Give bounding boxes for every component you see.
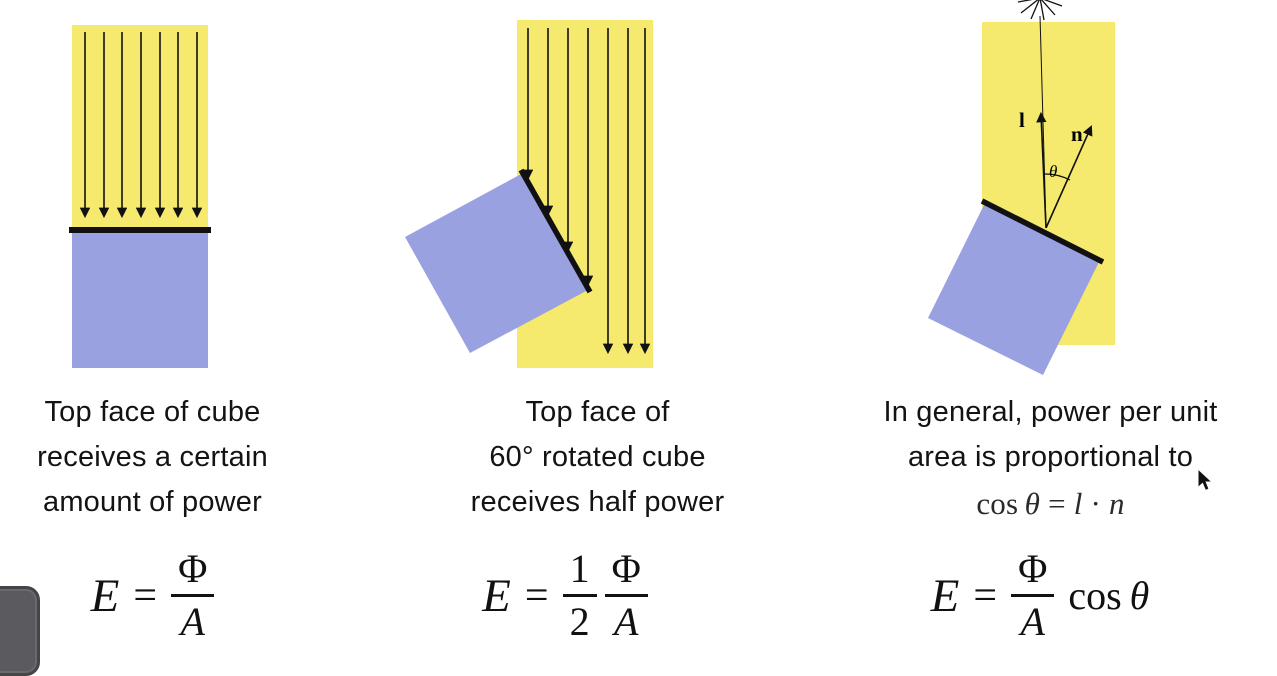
diagram-layer: l n θ (69, 0, 1115, 375)
rotated-cube-face (928, 203, 1100, 375)
cos-function: cos (1068, 573, 1122, 618)
panel3-caption: In general, power per unit area is propo… (843, 390, 1258, 528)
cos-theta-term: cos θ (1068, 572, 1149, 619)
caption-line: 60° rotated cube (489, 441, 706, 473)
panel3-general-case-diagram: l n θ (928, 0, 1115, 375)
equation-half-power: E = 1 2 Φ A (440, 538, 690, 653)
numerator-1: 1 (569, 546, 590, 591)
caption-line: In general, power per unit (883, 396, 1218, 428)
theta-angle-arc (1043, 173, 1071, 181)
fraction-bar (1011, 594, 1055, 597)
caption-line: receives a certain (37, 441, 268, 473)
fraction-bar (562, 594, 597, 597)
caption-line: amount of power (42, 486, 262, 518)
denominator-A: A (180, 599, 205, 644)
equation-cosine-law: E = Φ A cos θ (880, 538, 1200, 653)
light-source-icon (1017, 0, 1063, 21)
denominator-2: 2 (569, 599, 590, 644)
denominator-A: A (1020, 599, 1045, 644)
equation-irradiance: E = Φ A (35, 538, 270, 653)
eq-variable-E: E (90, 569, 120, 622)
numerator-phi: Φ (1018, 546, 1048, 591)
n-symbol: n (1108, 486, 1125, 521)
denominator-A: A (613, 599, 639, 644)
equals-sign: = (524, 572, 549, 619)
cos-function: cos (976, 486, 1019, 521)
equals-sign: = (133, 572, 158, 619)
caption-line: Top face of cube (44, 396, 261, 428)
cube-face (72, 233, 208, 368)
fraction-phi-over-A: Φ A (171, 546, 215, 644)
rotated-cube-face (405, 173, 588, 353)
caption-line: Top face of (525, 396, 670, 428)
fraction-phi-over-A: Φ A (604, 546, 648, 644)
fraction-phi-over-A: Φ A (1011, 546, 1055, 644)
normal-vector-arrow (1045, 125, 1093, 229)
eq-variable-E: E (482, 569, 511, 622)
equals-sign: = (1048, 486, 1066, 521)
equals-sign: = (973, 572, 998, 619)
light-vector-arrow (1036, 111, 1047, 229)
cosine-identity: cos θ = l · n (843, 480, 1258, 528)
panel1-caption: Top face of cube receives a certain amou… (5, 390, 300, 525)
top-face-line (518, 168, 593, 294)
dot-operator: · (1090, 486, 1102, 521)
light-vector-label: l (1019, 108, 1025, 132)
l-symbol: l (1073, 486, 1083, 521)
panel1-flat-cube-diagram (69, 25, 211, 368)
panel2-rotated-cube-diagram (405, 20, 653, 368)
light-ray-arrows (522, 28, 651, 355)
fraction-bar (171, 594, 215, 597)
caption-line: receives half power (470, 486, 725, 518)
fraction-one-half: 1 2 (562, 546, 597, 644)
theta-label: θ (1049, 162, 1057, 181)
eq-variable-E: E (930, 569, 960, 622)
fraction-bar (604, 594, 648, 597)
light-beam (72, 25, 208, 230)
panel2-caption: Top face of 60° rotated cube receives ha… (430, 390, 765, 525)
caption-line: area is proportional to (907, 441, 1194, 473)
theta-symbol: θ (1024, 486, 1041, 521)
top-face-line (980, 198, 1105, 265)
numerator-phi: Φ (611, 546, 641, 591)
theta-symbol: θ (1129, 573, 1150, 618)
normal-vector-label: n (1071, 122, 1083, 146)
video-overlay-corner (0, 586, 40, 676)
light-ray-arrows (79, 32, 203, 219)
numerator-phi: Φ (178, 546, 208, 591)
